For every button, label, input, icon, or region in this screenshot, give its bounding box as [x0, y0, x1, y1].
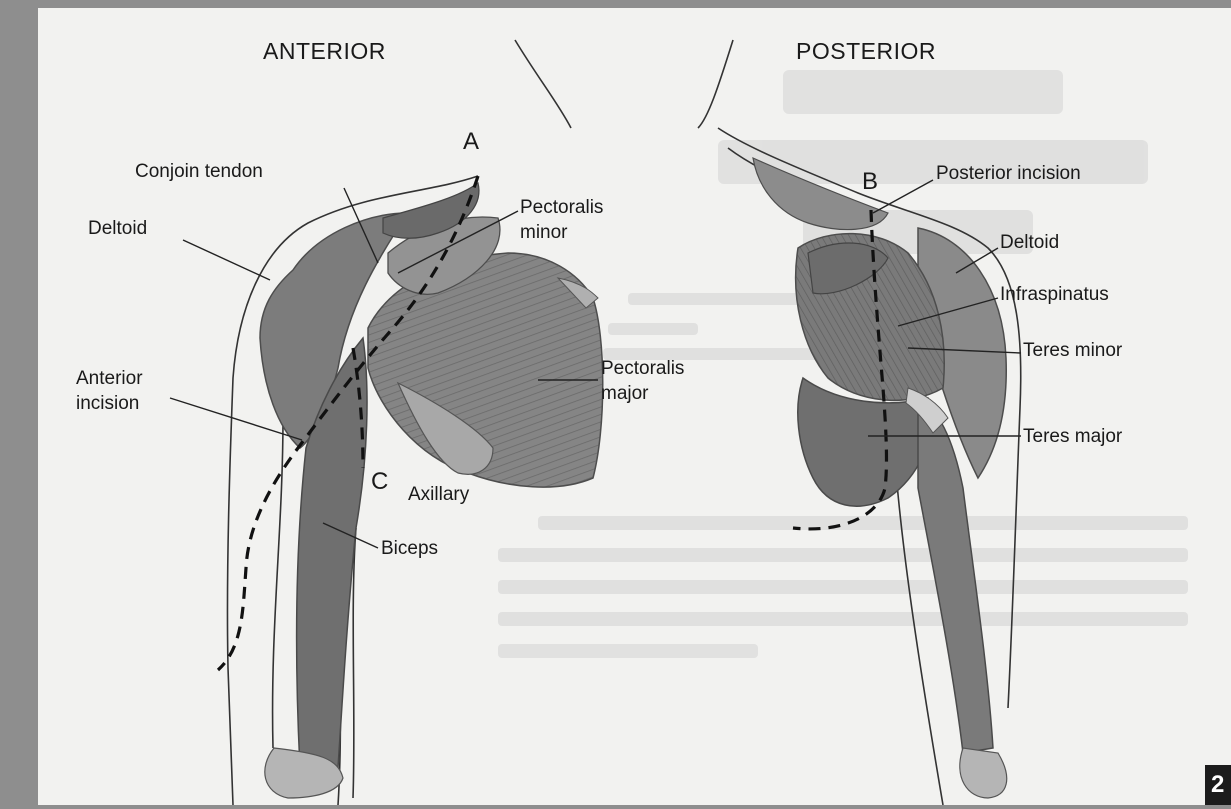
incision-marker-b: B [862, 168, 878, 196]
label-anterior-incision-line1: Anterior [76, 368, 143, 390]
shoulder-anatomy-illustration [38, 8, 1231, 805]
label-teres-minor: Teres minor [1023, 340, 1122, 362]
illustration-panel: ANTERIOR POSTERIOR A B C Conjoin tendon … [38, 8, 1231, 805]
label-pectoralis-minor-line2: minor [520, 222, 568, 244]
page-number-badge: 2 [1205, 765, 1231, 805]
label-axillary: Axillary [408, 484, 469, 506]
posterior-view-title: POSTERIOR [796, 38, 936, 65]
label-pectoralis-major-line1: Pectoralis [601, 358, 684, 380]
label-pectoralis-major-line2: major [601, 383, 649, 405]
label-biceps: Biceps [381, 538, 438, 560]
label-pectoralis-minor-line1: Pectoralis [520, 197, 603, 219]
label-infraspinatus: Infraspinatus [1000, 284, 1109, 306]
label-teres-major: Teres major [1023, 426, 1122, 448]
incision-marker-c: C [371, 468, 388, 496]
label-posterior-incision: Posterior incision [936, 163, 1081, 185]
label-anterior-incision-line2: incision [76, 393, 139, 415]
anterior-view-title: ANTERIOR [263, 38, 386, 65]
label-posterior-deltoid: Deltoid [1000, 232, 1059, 254]
label-anterior-deltoid: Deltoid [88, 218, 147, 240]
incision-marker-a: A [463, 128, 479, 156]
label-conjoin-tendon: Conjoin tendon [135, 161, 263, 183]
posterior-muscles [753, 158, 1007, 798]
